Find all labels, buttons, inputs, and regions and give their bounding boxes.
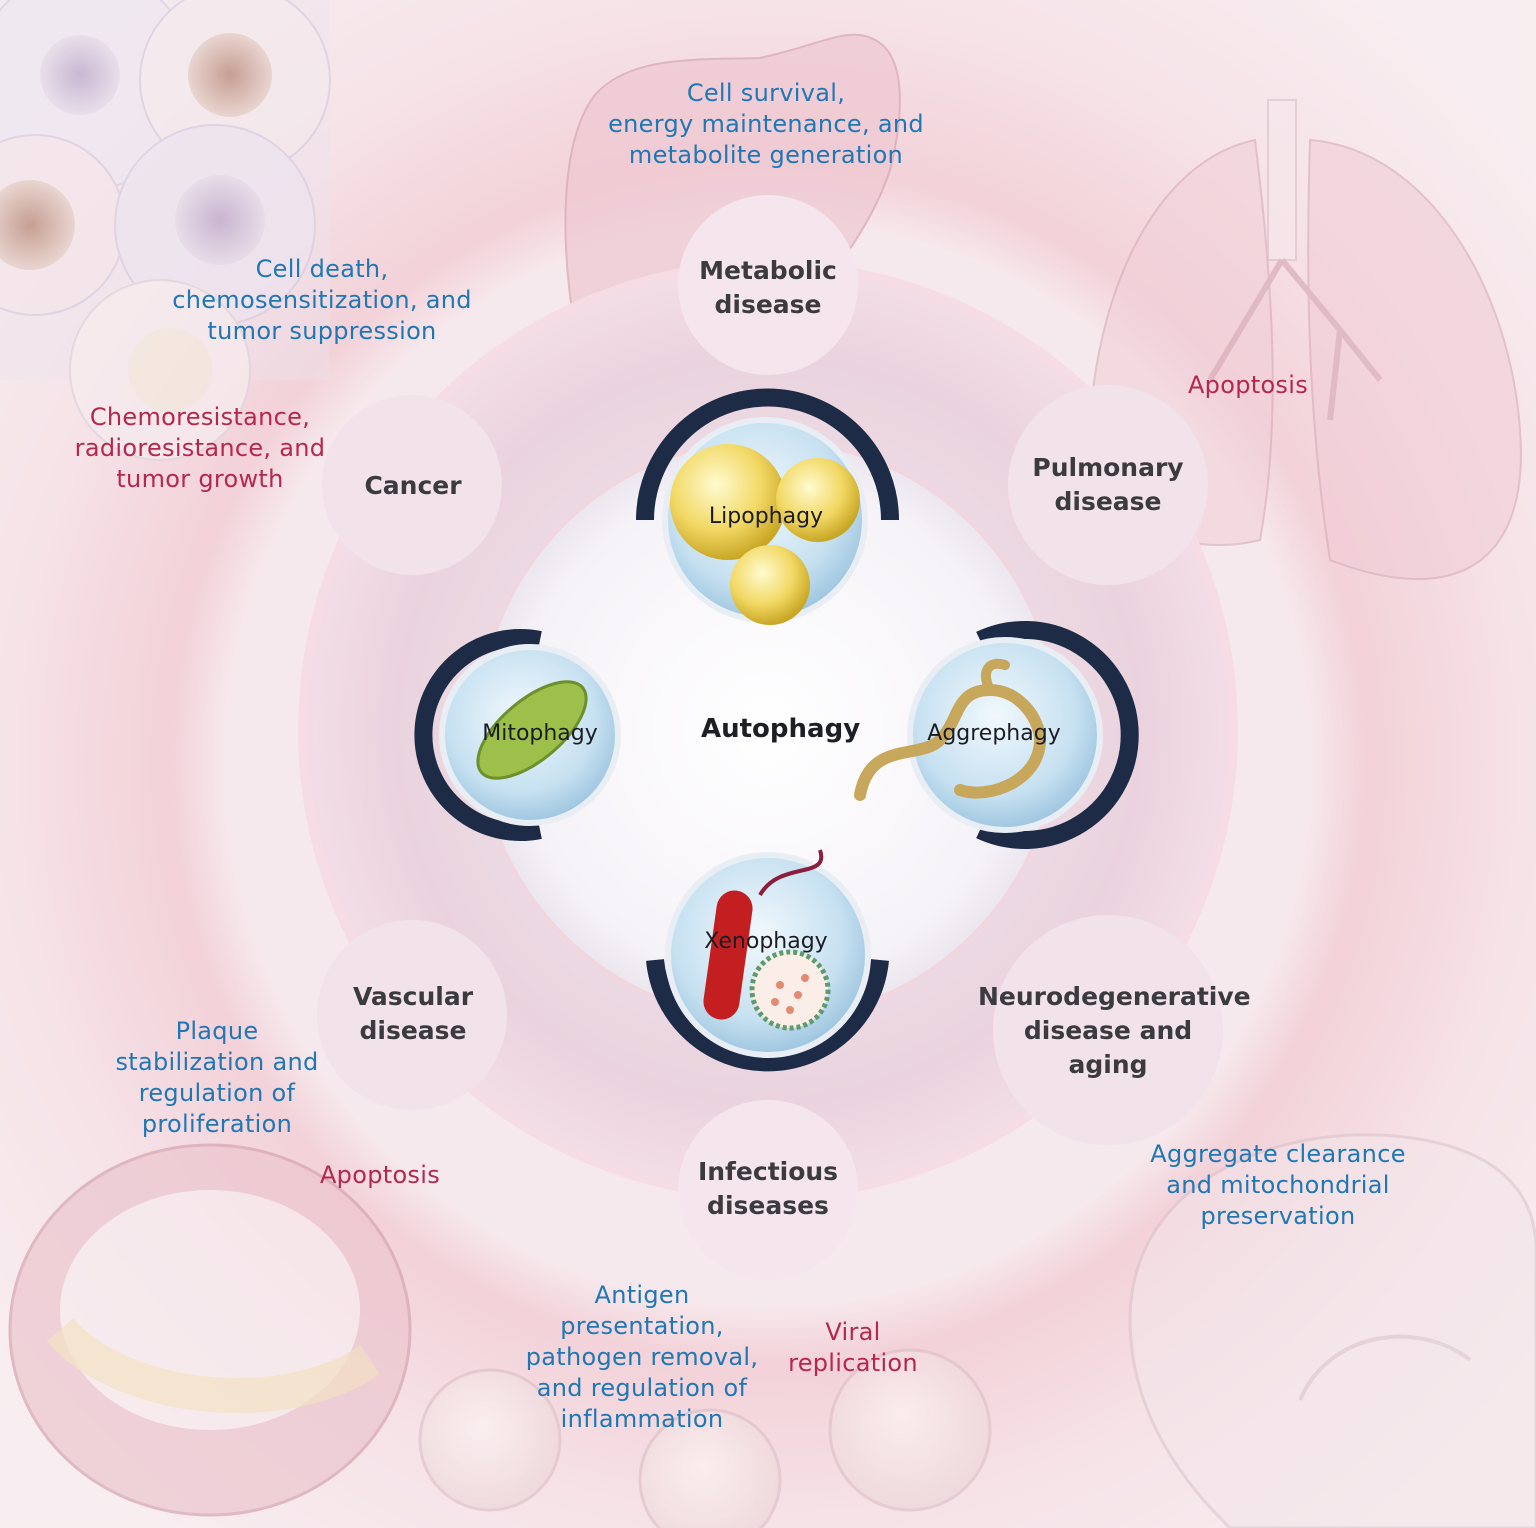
cancer-protective-effects: Cell death, chemosensitization, and tumo…: [172, 255, 472, 345]
neuro-protective-effects: Aggregate clearance and mitochondrial pr…: [1150, 1140, 1406, 1230]
metabolic-protective-effects: Cell survival, energy maintenance, and m…: [608, 79, 924, 169]
brain-illustration: [1128, 1133, 1536, 1528]
vascular-protective-effects: Plaque stabilization and regulation of p…: [115, 1017, 319, 1138]
lipophagy-vesicle: [636, 388, 899, 625]
cancer-harmful-effects: Chemoresistance, radioresistance, and tu…: [74, 403, 326, 493]
aggrephagy-label: Aggrephagy: [927, 721, 1061, 746]
autophagy-title: Autophagy: [701, 714, 861, 744]
infectious-diseases-label: Infectious diseases: [697, 1157, 839, 1220]
infectious-harmful-effects: Viral replication: [788, 1318, 918, 1377]
aggrephagy-vesicle: [854, 621, 1139, 849]
pulmonary-harmful-effects: Apoptosis: [1187, 371, 1309, 399]
lipophagy-label: Lipophagy: [708, 504, 824, 529]
xenophagy-label: Xenophagy: [704, 929, 828, 954]
lungs-illustration: [1088, 99, 1522, 581]
metabolic-disease-label: Metabolic disease: [699, 256, 837, 319]
cancer-cells-illustration: [0, 0, 331, 461]
cancer-label: Cancer: [364, 471, 462, 500]
virus-illustrations: [418, 1348, 992, 1528]
pulmonary-disease-label: Pulmonary disease: [1032, 453, 1184, 516]
mitophagy-vesicle: [414, 629, 621, 841]
vascular-disease-label: Vascular disease: [352, 982, 474, 1045]
infectious-protective-effects: Antigen presentation, pathogen removal, …: [525, 1281, 759, 1433]
artery-illustration: [8, 1143, 412, 1517]
vascular-harmful-effects: Apoptosis: [319, 1161, 441, 1189]
mitophagy-label: Mitophagy: [482, 721, 598, 746]
neurodegenerative-disease-label: Neurodegenerative disease and aging: [978, 982, 1251, 1079]
xenophagy-vesicle: [646, 849, 889, 1072]
